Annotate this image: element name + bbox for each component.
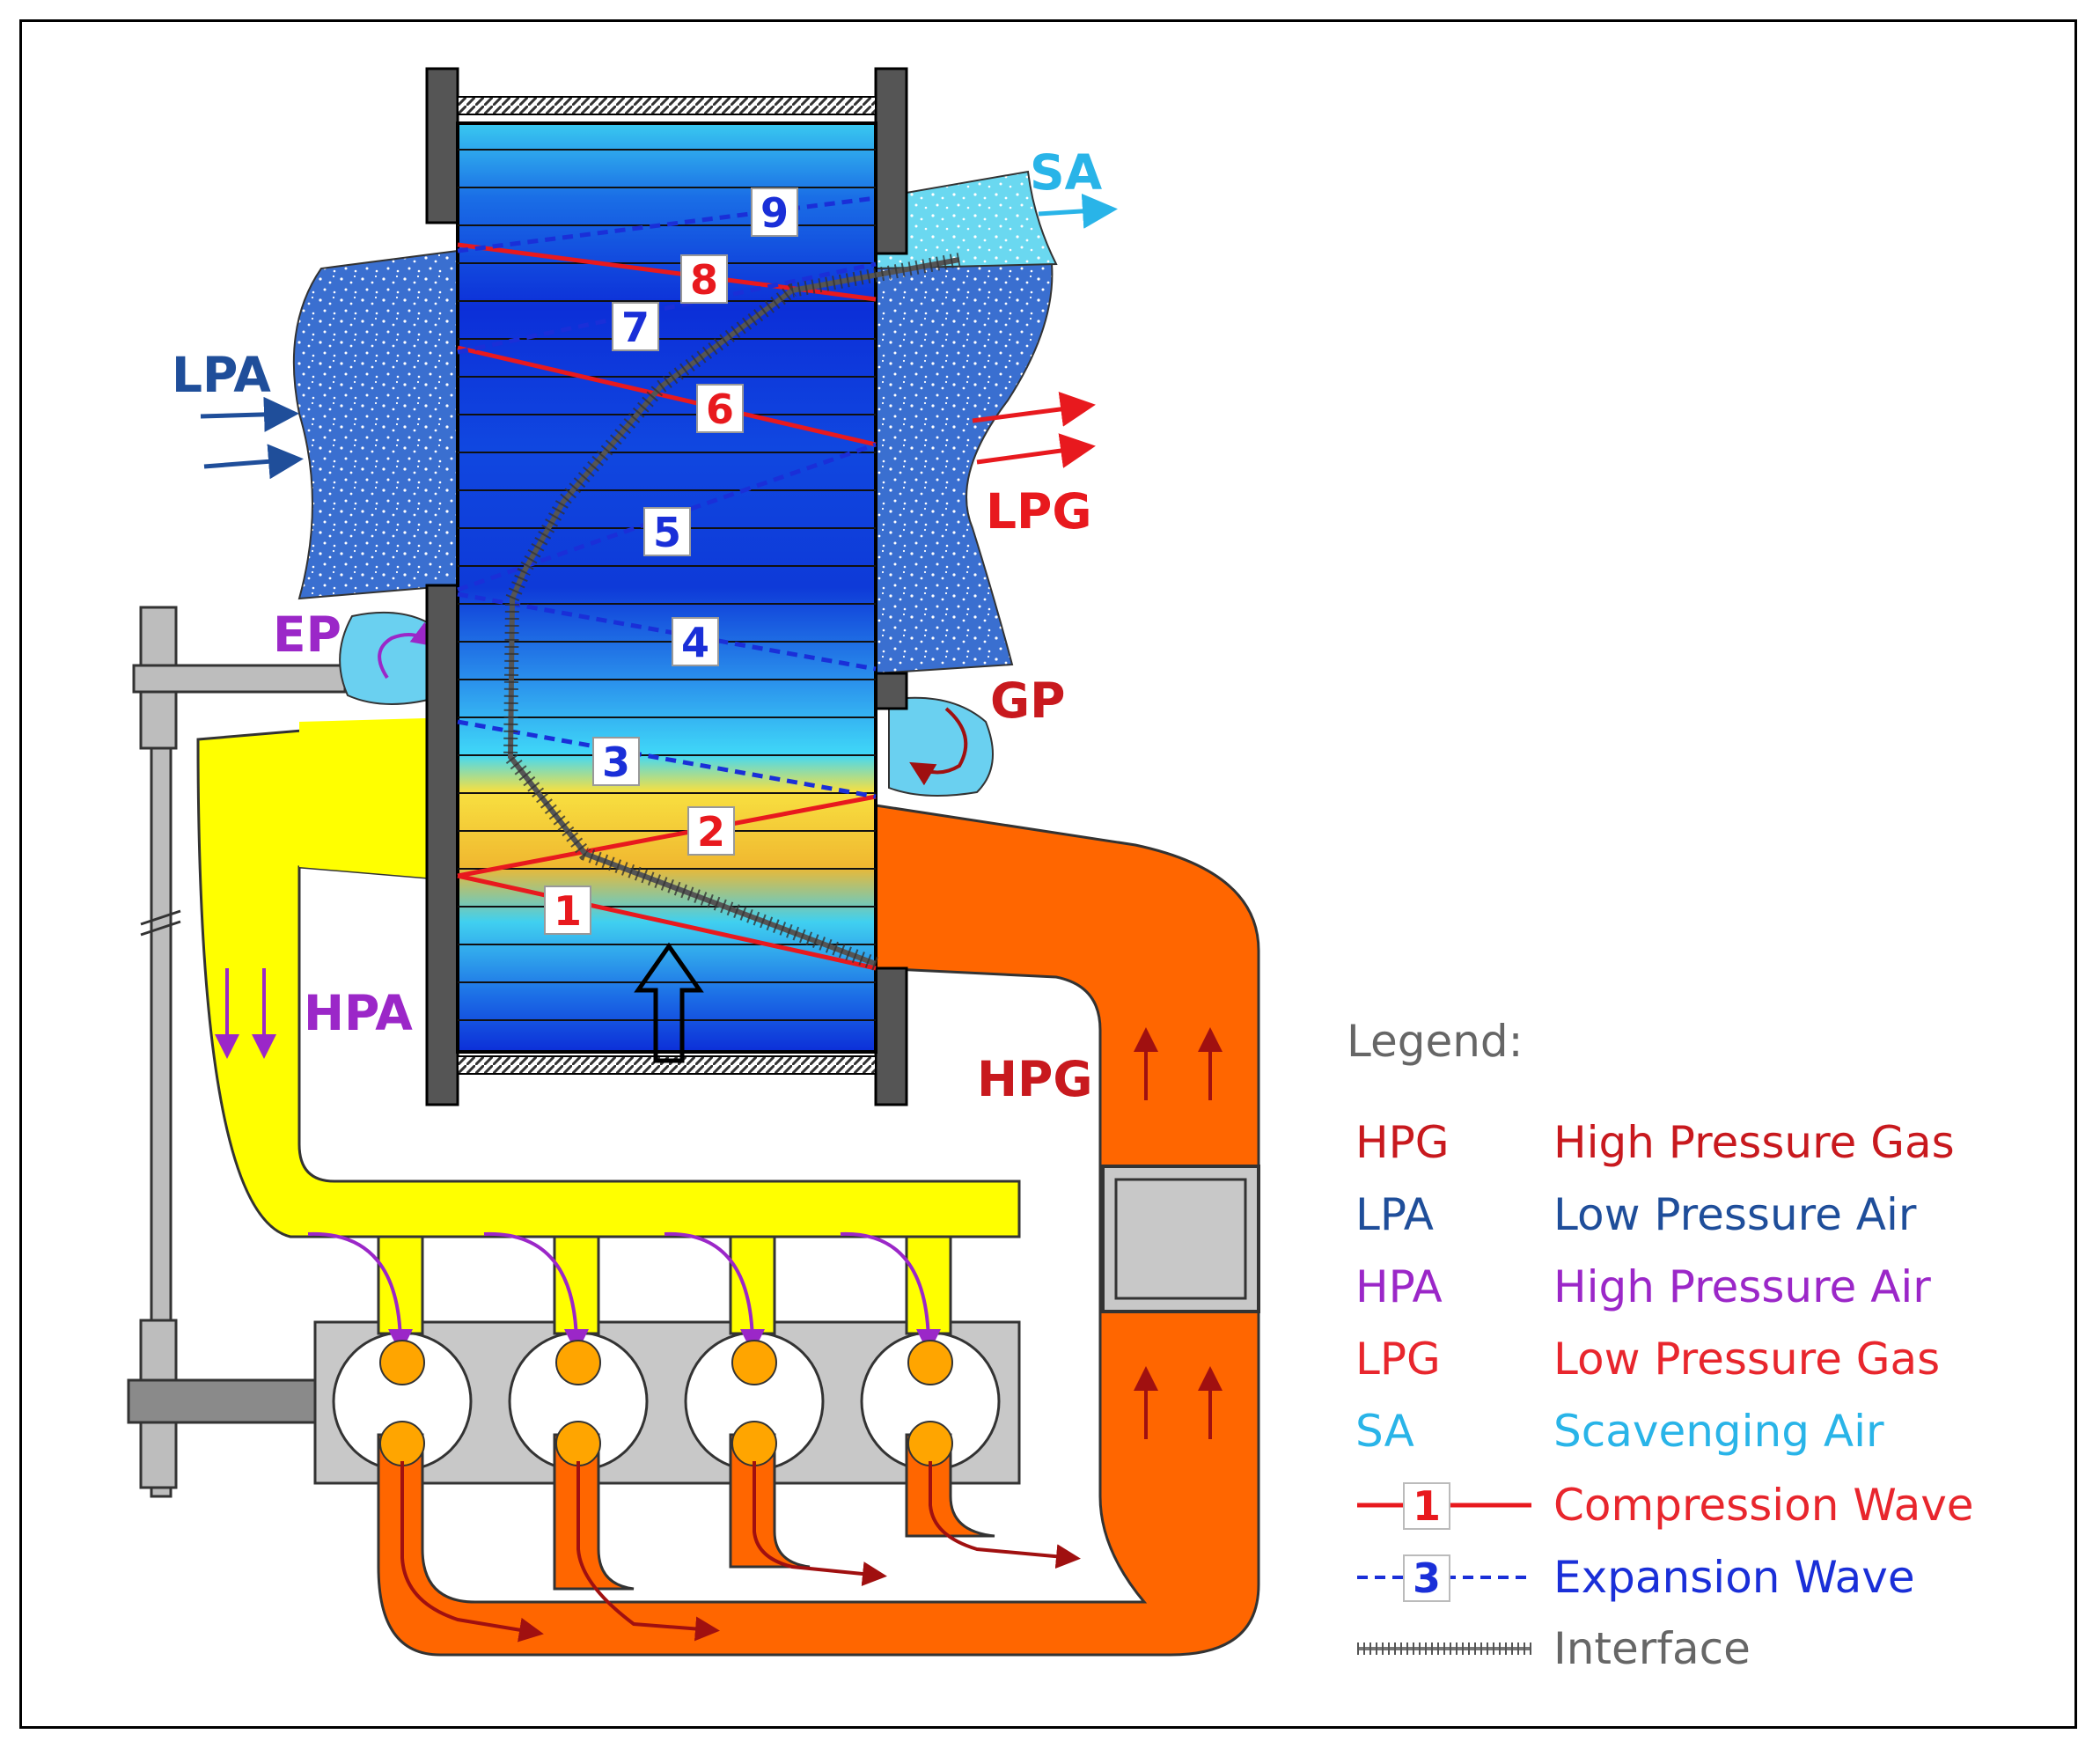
legend-abbr: HPG [1355,1117,1450,1168]
wave-number-4: 4 [672,617,719,666]
wave-number-text: 9 [760,189,789,237]
legend-interface: Interface [1357,1623,1751,1674]
port-labels: SA LPA LPG EP GP HPA HPG [172,144,1103,1107]
rotor-housing [425,67,908,1106]
legend-description: Low Pressure Gas [1553,1334,1940,1385]
legend-item-hpg: HPG High Pressure Gas [1355,1117,1955,1168]
sa-port [875,170,1118,270]
legend-item-lpg: LPG Low Pressure Gas [1355,1334,1940,1385]
label-hpg: HPG [977,1051,1092,1107]
label-hpa: HPA [304,985,413,1041]
lpg-port [875,258,1096,675]
legend-description: High Pressure Air [1553,1261,1931,1312]
rotation-arrow [634,942,704,1063]
wave-number-9: 9 [751,187,798,237]
wave-number-text: 2 [697,808,725,856]
expansion-wave-4 [457,592,877,672]
legend-description: Scavenging Air [1553,1406,1884,1457]
compression-waves [457,242,877,971]
legend-compression-number: 1 [1413,1482,1441,1530]
legend-abbr: LPA [1355,1189,1434,1240]
legend-abbr: SA [1355,1406,1414,1457]
interface-line [503,253,961,971]
legend-expansion-number: 3 [1413,1554,1441,1602]
belt-drive [127,606,347,1498]
legend-item-lpa: LPA Low Pressure Air [1355,1189,1917,1240]
label-ep: EP [273,606,341,663]
wave-number-6: 6 [696,384,744,433]
wave-number-5: 5 [643,507,691,556]
wave-number-text: 1 [554,887,582,935]
legend-abbr: HPA [1355,1261,1443,1312]
legend-description: Low Pressure Air [1553,1189,1917,1240]
rotor [456,121,961,1063]
hpa-duct [196,716,1021,1354]
wave-number-labels: 1 2 3 4 5 6 789 [544,187,798,935]
label-lpa: LPA [172,347,271,403]
label-lpg: LPG [986,483,1092,540]
legend-expansion-text: Expansion Wave [1553,1552,1915,1603]
wave-number-7: 7 [612,302,659,351]
hpg-duct [377,804,1260,1657]
wave-number-text: 5 [653,509,681,556]
expansion-wave-7 [457,261,877,355]
legend-compression-wave: 1 Compression Wave [1357,1480,1974,1531]
wave-number-2: 2 [687,806,735,856]
wave-number-text: 7 [621,304,650,351]
legend-item-sa: SA Scavenging Air [1355,1406,1884,1457]
wave-number-1: 1 [544,886,591,935]
legend-interface-text: Interface [1553,1623,1751,1674]
wave-number-text: 8 [690,256,718,304]
hpg-exhaust-ports [379,1340,953,1466]
lpa-port [200,249,459,600]
legend-title: Legend: [1347,1016,1524,1067]
wave-number-text: 6 [706,386,734,433]
label-gp: GP [990,672,1065,729]
legend-compression-text: Compression Wave [1553,1480,1974,1531]
legend-expansion-wave: 3 Expansion Wave [1357,1552,1915,1603]
wave-number-text: 3 [602,739,630,786]
expansion-wave-3 [457,719,877,799]
engine-block [313,1320,1021,1485]
legend-abbr: LPG [1355,1334,1441,1385]
label-sa: SA [1030,144,1103,201]
wave-number-text: 4 [681,619,709,666]
compression-wave-1 [457,873,877,971]
compression-wave-6 [457,345,877,447]
wave-number-3: 3 [592,737,640,786]
gp-pocket [888,696,994,797]
wave-number-8: 8 [680,254,728,304]
compression-wave-2 [457,794,877,878]
legend-description: High Pressure Gas [1553,1117,1955,1168]
legend-item-hpa: HPA High Pressure Air [1355,1261,1931,1312]
